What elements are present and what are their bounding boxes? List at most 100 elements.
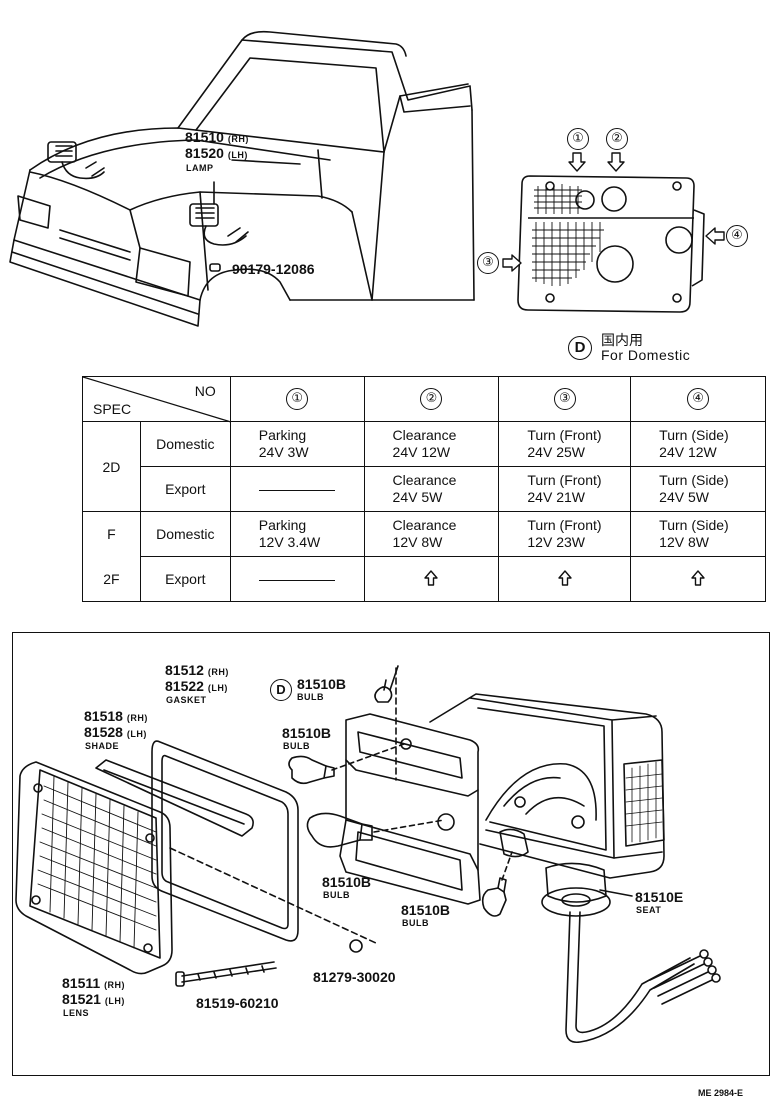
callout-2: ② — [606, 128, 628, 150]
callout-1: ① — [567, 128, 589, 150]
seat-label: SEAT — [636, 905, 662, 915]
lens-rh-side: (RH) — [104, 980, 126, 990]
shade-rh-number: 81518 — [84, 708, 123, 724]
spec-rating: 24V 12W — [659, 444, 717, 460]
bulb-d-part: 81510B — [297, 676, 347, 692]
spec-rating: 24V 5W — [392, 489, 443, 505]
spec-corner-cell: NO SPEC — [82, 376, 232, 423]
gasket-lh-number: 81522 — [165, 678, 204, 694]
not-applicable-dash — [259, 579, 336, 581]
spec-cell-same — [498, 556, 632, 602]
spec-type: Parking — [258, 517, 307, 533]
shade-lh-side: (LH) — [126, 729, 147, 739]
market-cell: Export — [139, 466, 231, 512]
lens-lh-side: (LH) — [104, 996, 125, 1006]
lamp-part-lh-side: (LH) — [227, 150, 248, 160]
lens-part-lh: 81521 (LH) — [62, 992, 125, 1008]
spec-rating: 24V 3W — [258, 444, 309, 460]
gasket-rh-number: 81512 — [165, 662, 204, 678]
spec-cell: Turn (Side)12V 8W — [630, 511, 766, 557]
bulb-c-label: BULB — [402, 918, 429, 928]
bulb-a-label: BULB — [283, 741, 310, 751]
gasket-lh-side: (LH) — [207, 683, 228, 693]
shade-lh-number: 81528 — [84, 724, 123, 740]
lamp-part-rh-side: (RH) — [227, 134, 249, 144]
spec-cell-same — [363, 556, 500, 602]
col-header-2-label: ② — [420, 388, 443, 410]
gasket-label: GASKET — [166, 695, 207, 705]
spec-cell: Turn (Side)24V 12W — [630, 421, 766, 467]
domestic-jp: 国内用 — [601, 333, 643, 349]
market-cell: Export — [139, 556, 231, 602]
shade-part-rh: 81518 (RH) — [84, 709, 148, 725]
spec-cell: Turn (Front)24V 21W — [498, 466, 632, 512]
spec-type: Turn (Front) — [527, 517, 602, 533]
market-cell: Domestic — [139, 421, 231, 467]
not-applicable-dash — [259, 489, 336, 491]
lamp-part-lh: 81520 (LH) — [185, 146, 248, 162]
bulb-c-part: 81510B — [401, 902, 451, 918]
spec-type: Turn (Side) — [659, 427, 729, 443]
bulb-b-label: BULB — [323, 890, 350, 900]
domestic-en: For Domestic — [601, 347, 691, 363]
spec-type: Clearance — [392, 427, 457, 443]
lamp-front-view — [502, 152, 725, 313]
spec-rating: 24V 12W — [392, 444, 451, 460]
corner-spec: SPEC — [93, 401, 132, 417]
col-header-3: ③ — [498, 376, 632, 422]
truck-front-illustration — [9, 30, 475, 327]
callout-3: ③ — [477, 252, 499, 274]
same-as-above-icon — [691, 569, 705, 586]
lamp-part-lh-number: 81520 — [185, 145, 224, 161]
spec-cell: Turn (Side)24V 5W — [630, 466, 766, 512]
table-row: 2F Export — [82, 556, 766, 602]
group-label-2f: 2F — [82, 556, 141, 602]
corner-no: NO — [194, 383, 216, 399]
spec-type: Turn (Front) — [527, 427, 602, 443]
gasket-rh-side: (RH) — [207, 667, 229, 677]
group-label-2d: 2D — [82, 421, 141, 512]
spec-rating: 12V 8W — [392, 534, 443, 550]
spec-type: Clearance — [392, 472, 457, 488]
spec-cell: Turn (Front)12V 23W — [498, 511, 632, 557]
spec-rating: 12V 23W — [527, 534, 585, 550]
spec-cell-none — [229, 556, 365, 602]
spec-rating: 24V 5W — [659, 489, 709, 505]
lens-label: LENS — [63, 1008, 90, 1018]
lamp-part-rh: 81510 (RH) — [185, 130, 249, 146]
market-cell: Domestic — [139, 511, 231, 557]
spec-type: Turn (Side) — [659, 517, 729, 533]
shade-rh-side: (RH) — [126, 713, 148, 723]
bulb-domestic-marker: D — [270, 679, 292, 701]
bulb-a-part: 81510B — [282, 725, 332, 741]
gasket-part-lh: 81522 (LH) — [165, 679, 228, 695]
bulb-b-part: 81510B — [322, 874, 372, 890]
same-as-above-icon — [558, 569, 572, 586]
spec-type: Turn (Side) — [659, 472, 729, 488]
lamp-label: LAMP — [186, 163, 214, 173]
domestic-marker: D — [568, 336, 592, 360]
lens-rh-number: 81511 — [62, 975, 101, 991]
col-header-1-label: ① — [286, 388, 309, 410]
spec-cell: Turn (Front)24V 25W — [498, 421, 632, 467]
lamp-part-rh-number: 81510 — [185, 129, 224, 145]
callout-4: ④ — [726, 225, 748, 247]
gasket-part-rh: 81512 (RH) — [165, 663, 229, 679]
spec-type: Parking — [258, 427, 307, 443]
spec-type: Clearance — [392, 517, 457, 533]
col-header-4-label: ④ — [687, 388, 710, 410]
lens-part-rh: 81511 (RH) — [62, 976, 125, 992]
spec-rating: 12V 3.4W — [258, 534, 321, 550]
spec-rating: 24V 25W — [527, 444, 585, 460]
clip-part-number: 90179-12086 — [232, 261, 315, 277]
spec-rating: 24V 21W — [527, 489, 585, 505]
nut-part: 81279-30020 — [313, 969, 396, 985]
screw-part: 81519-60210 — [196, 995, 279, 1011]
